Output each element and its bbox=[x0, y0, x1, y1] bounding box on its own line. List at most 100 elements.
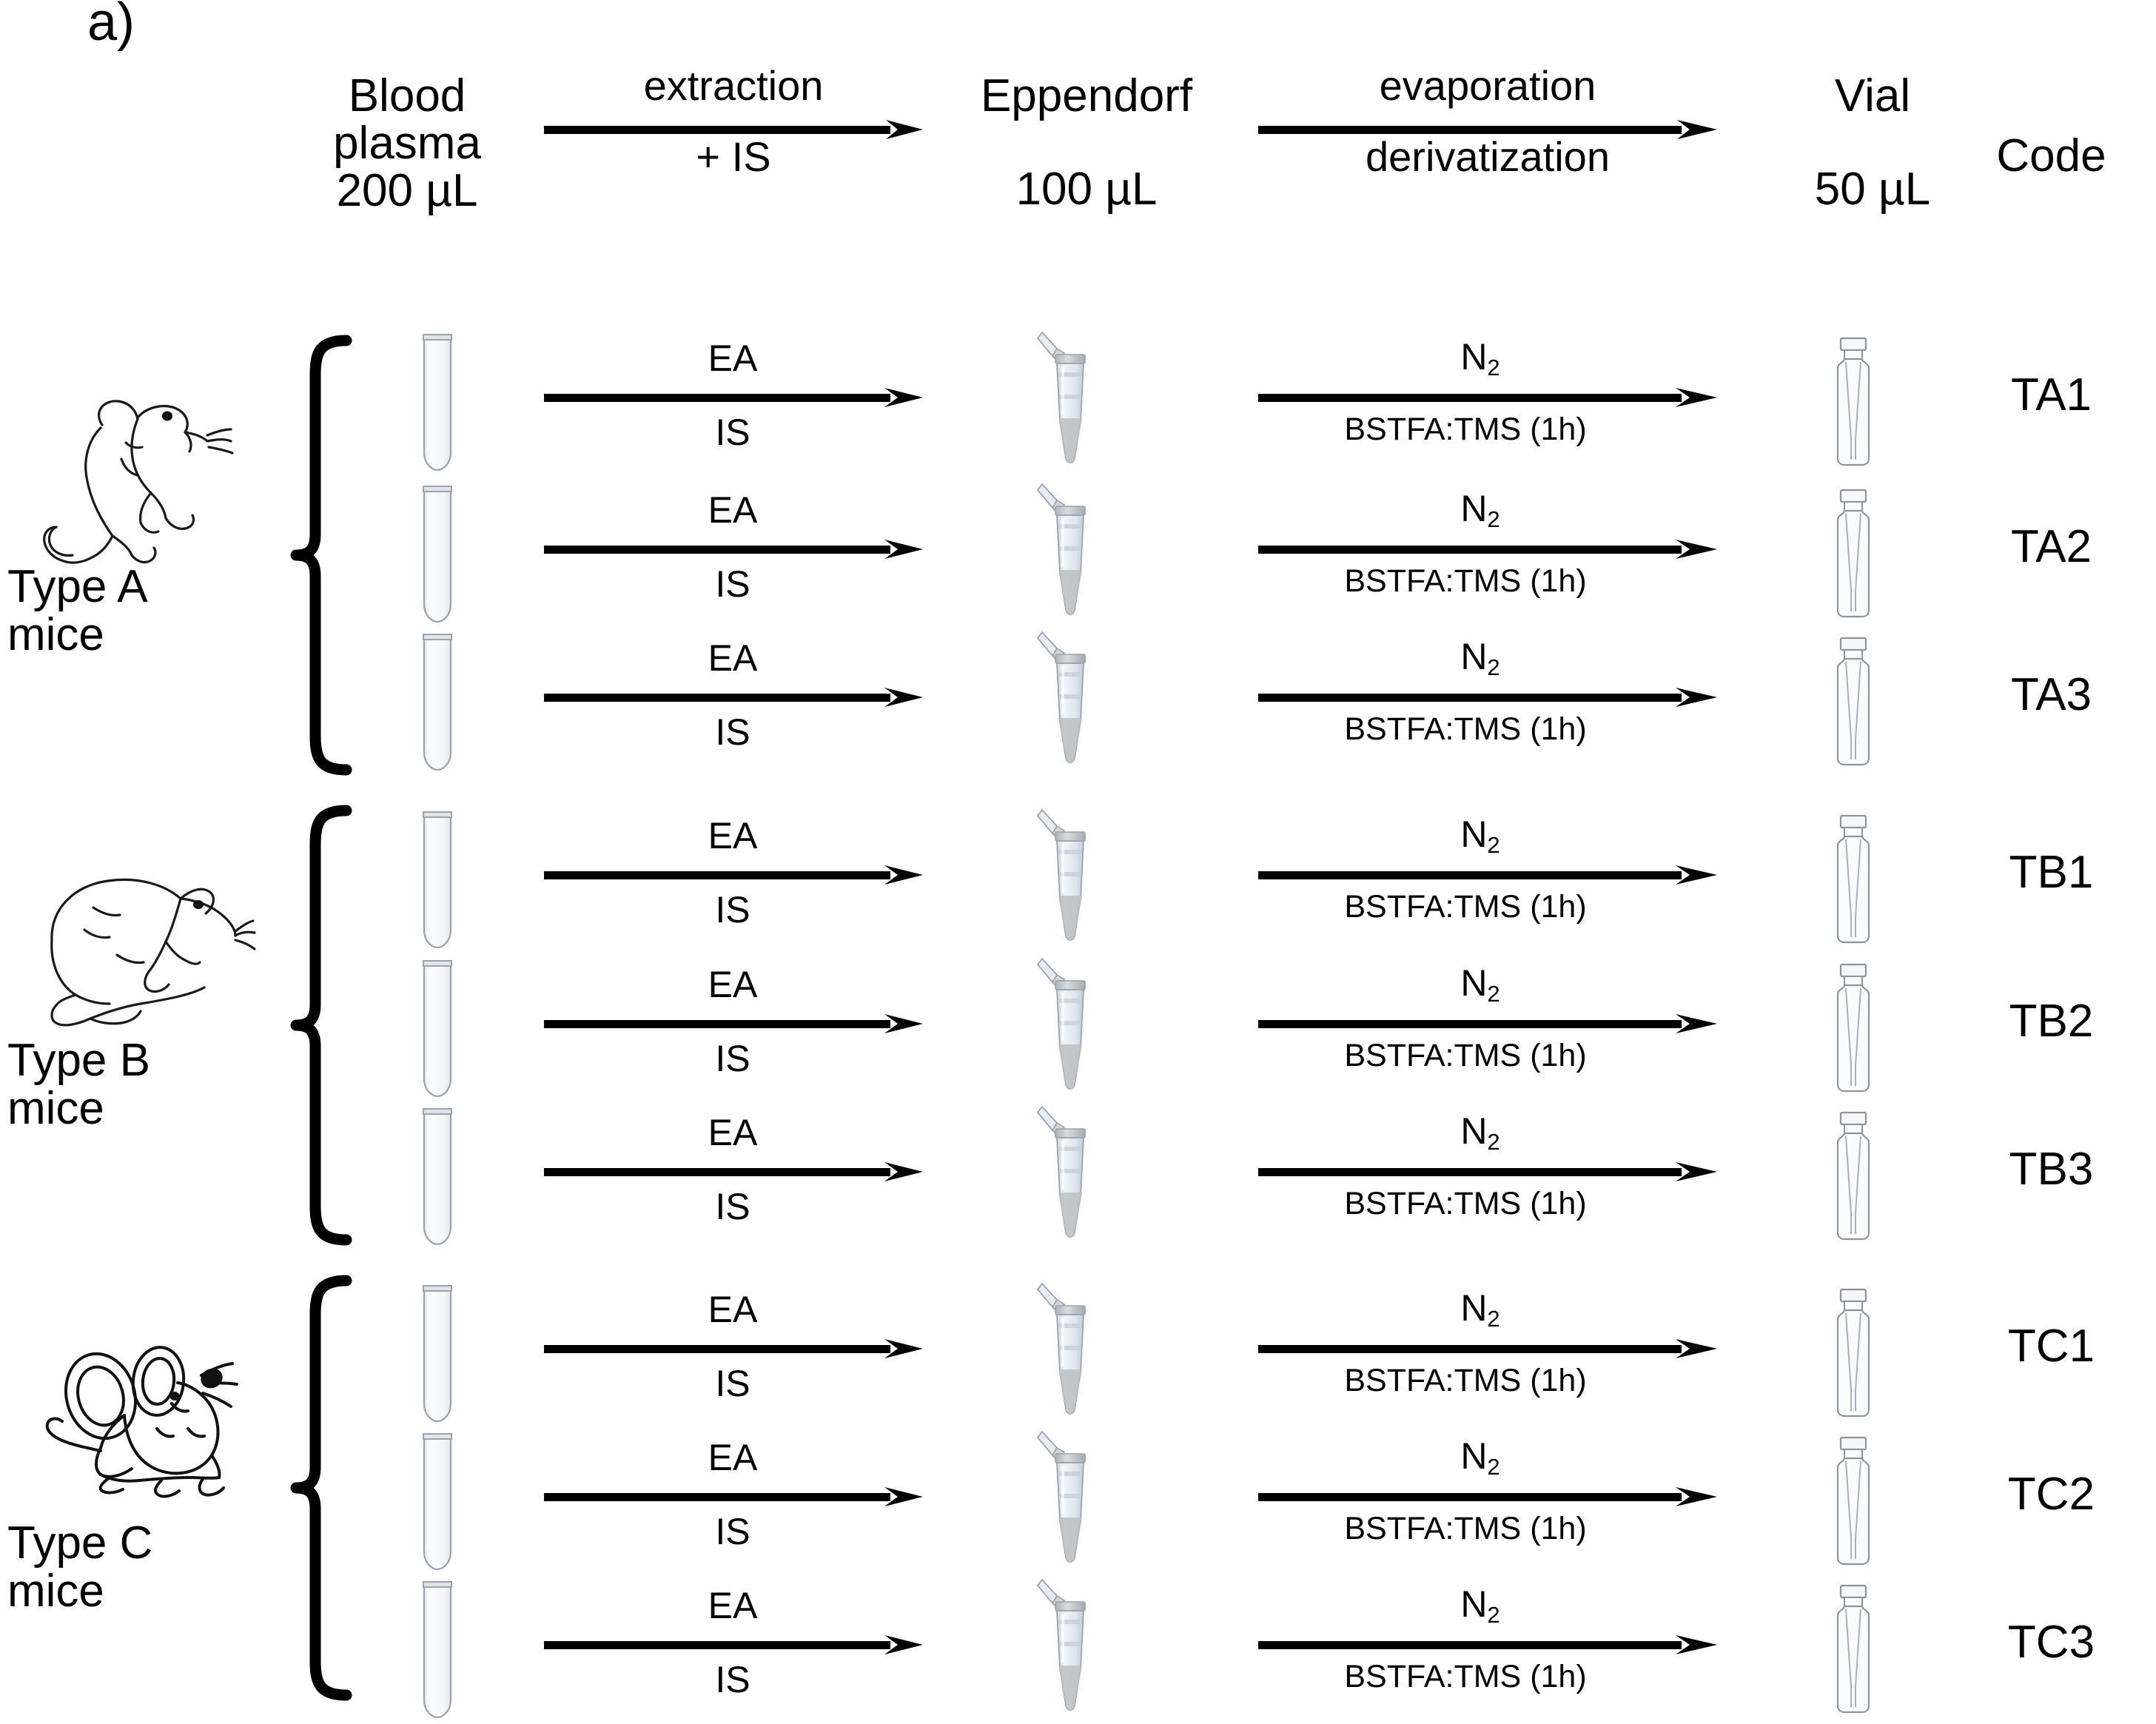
derivatization-arrow-icon bbox=[1258, 1162, 1717, 1181]
derivatization-arrow-icon bbox=[1258, 865, 1717, 885]
sample-code: TA3 bbox=[2010, 669, 2092, 720]
test-tube-icon bbox=[420, 810, 454, 950]
vial-icon bbox=[1834, 1435, 1873, 1568]
derivatization-gas-label: N2 bbox=[1460, 1435, 1500, 1480]
header-code: Code bbox=[1996, 130, 2106, 181]
group-label-b-line2: mice bbox=[7, 1083, 104, 1135]
derivatization-reagent-label: BSTFA:TMS (1h) bbox=[1344, 1038, 1587, 1073]
vial-icon bbox=[1834, 635, 1873, 768]
eppendorf-tube-icon bbox=[1036, 1426, 1088, 1570]
group-label-c-line1: Type C bbox=[7, 1517, 153, 1569]
group-label-c-line2: mice bbox=[7, 1566, 104, 1617]
header-extraction-label: extraction bbox=[643, 62, 824, 109]
header-derivatization-arrow-icon bbox=[1258, 120, 1717, 139]
derivatization-arrow-icon bbox=[1258, 1635, 1717, 1654]
derivatization-gas-label: N2 bbox=[1460, 1287, 1500, 1332]
sample-code: TB2 bbox=[2009, 996, 2094, 1047]
eppendorf-tube-icon bbox=[1036, 326, 1088, 471]
extraction-arrow-icon bbox=[544, 865, 923, 885]
extraction-solvent-label: EA bbox=[708, 964, 758, 1005]
extraction-solvent-label: EA bbox=[708, 1585, 758, 1626]
test-tube-icon bbox=[420, 1580, 454, 1720]
extraction-solvent-label: EA bbox=[708, 1289, 758, 1330]
test-tube-icon bbox=[420, 332, 454, 473]
header-blood-plasma-line2: plasma bbox=[333, 117, 481, 169]
extraction-is-label: IS bbox=[715, 412, 750, 453]
extraction-solvent-label: EA bbox=[708, 338, 758, 379]
extraction-is-label: IS bbox=[715, 1659, 750, 1700]
derivatization-arrow-icon bbox=[1258, 540, 1717, 559]
eppendorf-tube-icon bbox=[1036, 1278, 1088, 1422]
derivatization-reagent-label: BSTFA:TMS (1h) bbox=[1344, 1511, 1587, 1546]
header-eppendorf-title: Eppendorf bbox=[980, 70, 1193, 121]
header-vial: Vial 50 µL bbox=[1762, 73, 1984, 213]
eppendorf-tube-icon bbox=[1036, 953, 1088, 1097]
derivatization-gas-label: N2 bbox=[1460, 814, 1500, 858]
header-extraction-arrow-icon bbox=[544, 120, 923, 139]
vial-icon bbox=[1834, 813, 1873, 946]
derivatization-gas-label: N2 bbox=[1460, 962, 1500, 1007]
header-blood-plasma-line1: Blood bbox=[348, 70, 466, 121]
vial-icon bbox=[1834, 1110, 1873, 1243]
header-extraction-sublabel: + IS bbox=[696, 133, 771, 180]
header-blood-plasma: Blood plasma 200 µL bbox=[281, 73, 533, 215]
sample-code: TA2 bbox=[2010, 521, 2092, 572]
group-label-a-line1: Type A bbox=[7, 561, 148, 612]
derivatization-arrow-icon bbox=[1258, 688, 1717, 707]
derivatization-arrow-icon bbox=[1258, 1339, 1717, 1358]
group-label-c: Type C mice bbox=[7, 1519, 252, 1615]
extraction-solvent-label: EA bbox=[708, 637, 758, 679]
sample-code: TB3 bbox=[2009, 1144, 2094, 1195]
derivatization-arrow-icon bbox=[1258, 1014, 1717, 1033]
derivatization-reagent-label: BSTFA:TMS (1h) bbox=[1344, 412, 1587, 447]
extraction-is-label: IS bbox=[715, 889, 750, 930]
derivatization-reagent-label: BSTFA:TMS (1h) bbox=[1344, 563, 1587, 599]
eppendorf-tube-icon bbox=[1036, 1574, 1088, 1718]
derivatization-reagent-label: BSTFA:TMS (1h) bbox=[1344, 1186, 1587, 1221]
extraction-arrow-icon bbox=[544, 1162, 923, 1181]
panel-letter: a) bbox=[87, 0, 135, 52]
extraction-arrow-icon bbox=[544, 1487, 923, 1506]
mouse-cartoon-icon bbox=[45, 1346, 238, 1498]
test-tube-icon bbox=[420, 1107, 454, 1247]
sample-code: TC3 bbox=[2007, 1617, 2095, 1668]
extraction-is-label: IS bbox=[715, 563, 750, 605]
test-tube-icon bbox=[420, 1284, 454, 1424]
mouse-crouching-icon bbox=[50, 878, 256, 1027]
eppendorf-tube-icon bbox=[1036, 1101, 1088, 1245]
extraction-solvent-label: EA bbox=[708, 489, 758, 531]
header-blood-plasma-volume: 200 µL bbox=[336, 164, 478, 216]
derivatization-gas-label: N2 bbox=[1460, 1110, 1500, 1155]
eppendorf-tube-icon bbox=[1036, 626, 1088, 771]
sample-code: TA1 bbox=[2010, 369, 2092, 420]
test-tube-icon bbox=[420, 959, 454, 1099]
vial-icon bbox=[1834, 962, 1873, 1095]
brace-group-b bbox=[290, 805, 352, 1246]
sample-code: TC1 bbox=[2007, 1321, 2095, 1372]
sample-code: TC2 bbox=[2007, 1469, 2095, 1520]
test-tube-icon bbox=[420, 484, 454, 625]
derivatization-reagent-label: BSTFA:TMS (1h) bbox=[1344, 889, 1587, 925]
mouse-standing-icon bbox=[43, 400, 234, 564]
header-extraction-step: extraction + IS bbox=[544, 62, 923, 178]
vial-icon bbox=[1834, 1287, 1873, 1420]
group-label-b: Type B mice bbox=[7, 1036, 252, 1133]
extraction-is-label: IS bbox=[715, 1038, 750, 1079]
extraction-arrow-icon bbox=[544, 1014, 923, 1033]
extraction-arrow-icon bbox=[544, 1635, 923, 1654]
derivatization-reagent-label: BSTFA:TMS (1h) bbox=[1344, 711, 1587, 747]
derivatization-gas-label: N2 bbox=[1460, 336, 1500, 380]
vial-icon bbox=[1834, 1583, 1873, 1716]
derivatization-arrow-icon bbox=[1258, 388, 1717, 407]
vial-icon bbox=[1834, 487, 1873, 620]
header-vial-volume: 50 µL bbox=[1814, 163, 1931, 215]
test-tube-icon bbox=[420, 632, 454, 773]
derivatization-reagent-label: BSTFA:TMS (1h) bbox=[1344, 1659, 1587, 1694]
